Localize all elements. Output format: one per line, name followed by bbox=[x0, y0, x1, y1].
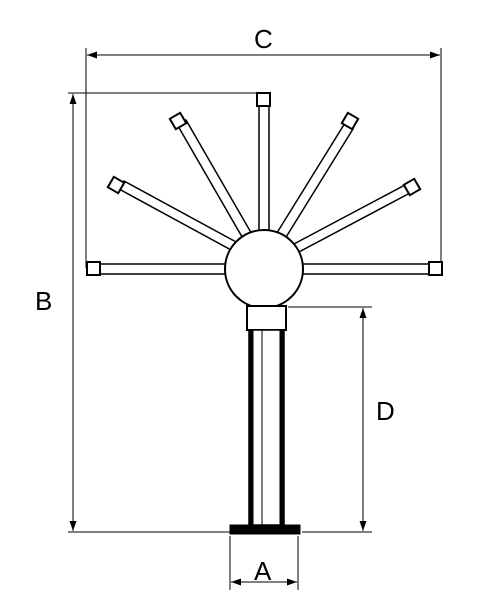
nozzle-upper-left bbox=[168, 111, 188, 131]
spray-arms bbox=[99, 104, 431, 275]
spray-arm-right bbox=[297, 263, 431, 275]
support-column bbox=[248, 329, 285, 526]
center-sphere bbox=[224, 229, 304, 309]
dimension-label-d: D bbox=[376, 396, 395, 426]
dimension-lines bbox=[69, 51, 440, 586]
collar bbox=[246, 305, 287, 331]
column-body bbox=[248, 329, 285, 526]
spray-arm-left bbox=[99, 263, 231, 275]
dimension-label-c: C bbox=[254, 24, 273, 54]
nozzle-lower-left bbox=[106, 175, 126, 195]
extension-lines bbox=[68, 48, 442, 590]
dimension-label-a: A bbox=[254, 556, 272, 586]
nozzle-top bbox=[256, 92, 271, 107]
base-plate bbox=[229, 524, 301, 535]
nozzle-upper-right bbox=[340, 111, 360, 131]
nozzles bbox=[86, 92, 443, 276]
nozzle-left bbox=[86, 261, 101, 276]
spray-arm-top bbox=[258, 104, 270, 235]
nozzle-right bbox=[428, 261, 443, 276]
dimension-label-b: B bbox=[35, 286, 52, 316]
nozzle-lower-right bbox=[402, 177, 422, 197]
